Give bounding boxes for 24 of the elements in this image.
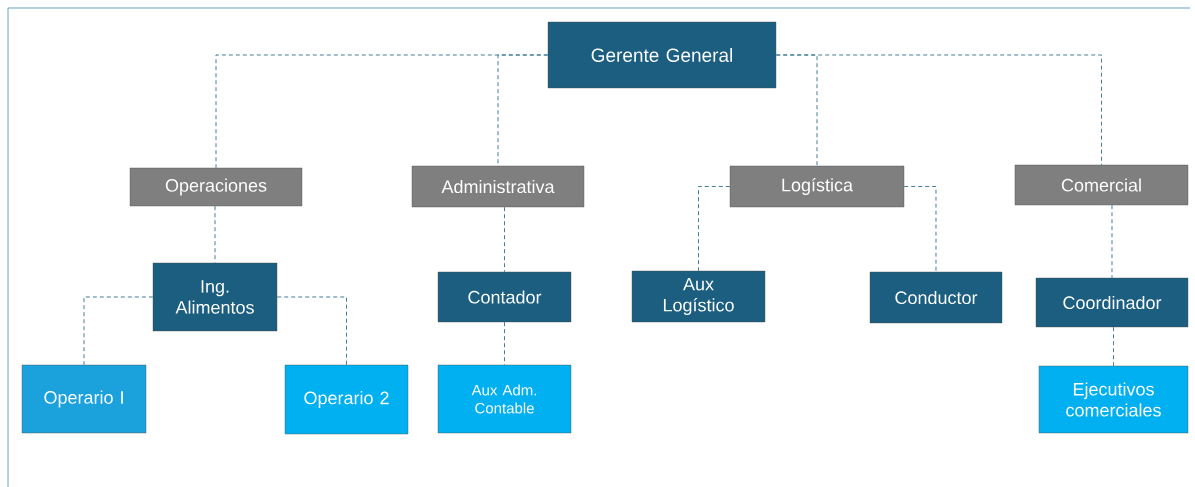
org-box: Conductor: [869, 271, 1003, 324]
org-box: Ing. Alimentos: [152, 262, 278, 332]
org-box: Contador: [437, 271, 572, 323]
connector-line: [214, 205, 216, 264]
connector-line: [504, 321, 505, 366]
connector-line: [903, 186, 937, 273]
connector-line: [698, 186, 731, 272]
org-box: Aux Logístico: [631, 270, 766, 323]
org-box: Gerente General: [547, 21, 777, 89]
connector-line: [276, 296, 347, 366]
connector-line: [1113, 326, 1114, 367]
connector-line: [504, 206, 505, 273]
connector-line: [1111, 204, 1113, 279]
org-box: Administrativa: [411, 165, 585, 208]
org-box: Operaciones: [129, 167, 303, 207]
org-box: Ejecutivos comerciales: [1038, 365, 1189, 434]
connector-line: [83, 296, 154, 366]
org-box: Operario I: [21, 364, 147, 434]
org-box: Coordinador: [1035, 277, 1189, 328]
org-box: Aux Adm. Contable: [437, 364, 572, 434]
org-box: Logística: [729, 165, 905, 208]
org-box: Operario 2: [284, 364, 409, 435]
org-box: Comercial: [1014, 164, 1189, 206]
connector-line: [775, 54, 1102, 166]
